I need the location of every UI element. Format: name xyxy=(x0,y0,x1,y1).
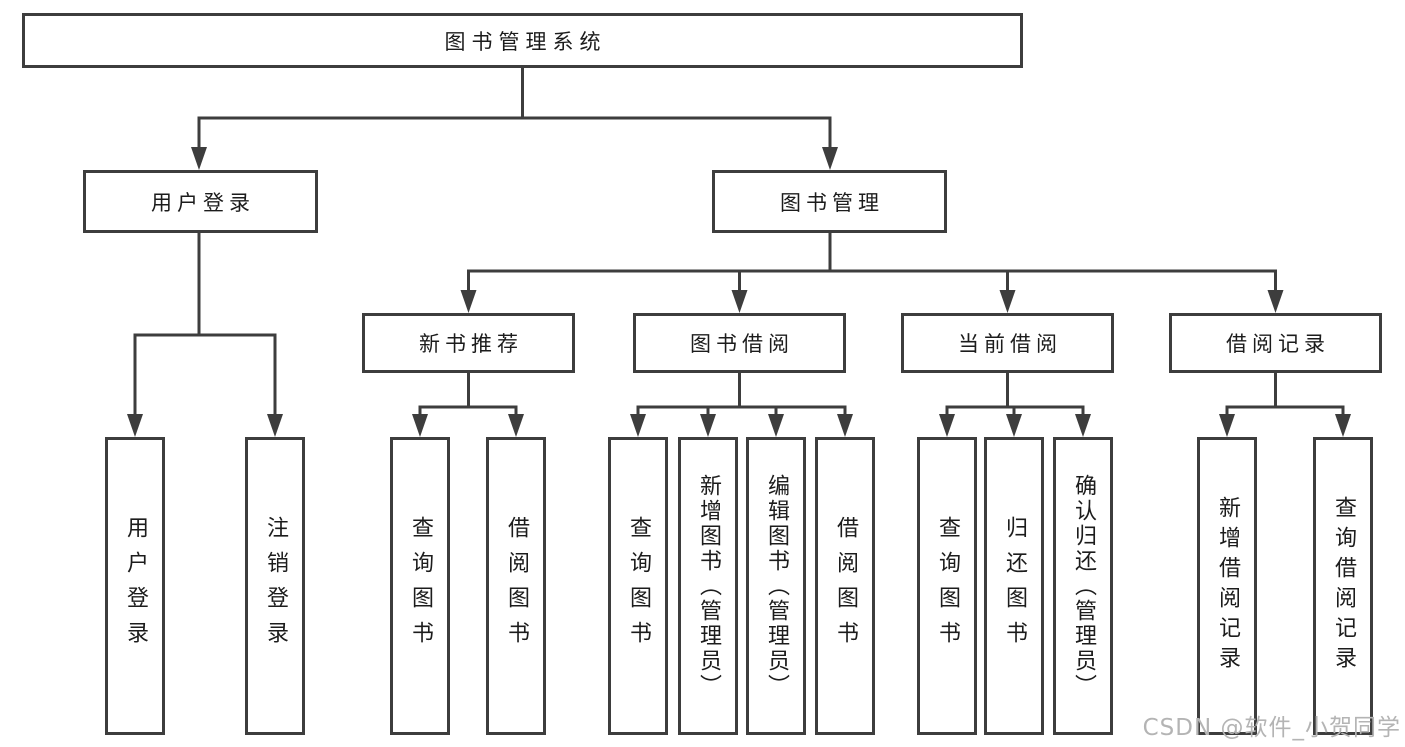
leaf-add-book-admin-label: 新增图书（管理员） xyxy=(696,473,721,699)
leaf-logout-label: 注销登录 xyxy=(263,516,288,656)
leaf-add-borrow-record: 新增借阅记录 xyxy=(1197,437,1257,735)
node-user-login: 用户登录 xyxy=(83,170,318,233)
leaf-edit-book-admin: 编辑图书（管理员） xyxy=(746,437,806,735)
leaf-edit-book-admin-label: 编辑图书（管理员） xyxy=(764,473,789,699)
node-new-book-recommend: 新书推荐 xyxy=(362,313,575,373)
leaf-query-book-recommend-label: 查询图书 xyxy=(408,516,433,656)
leaf-user-login-label: 用户登录 xyxy=(123,516,148,656)
leaf-add-book-admin: 新增图书（管理员） xyxy=(678,437,738,735)
node-user-login-label: 用户登录 xyxy=(151,190,255,215)
node-current-borrow: 当前借阅 xyxy=(901,313,1114,373)
node-new-book-recommend-label: 新书推荐 xyxy=(419,332,523,356)
node-root-system: 图书管理系统 xyxy=(22,13,1023,68)
arrowheads xyxy=(127,147,1351,437)
leaf-query-book-current: 查询图书 xyxy=(917,437,977,735)
node-current-borrow-label: 当前借阅 xyxy=(958,332,1062,356)
leaf-borrow-book-recommend-label: 借阅图书 xyxy=(504,516,529,656)
leaf-borrow-book-recommend: 借阅图书 xyxy=(486,437,546,735)
node-borrow-records-label: 借阅记录 xyxy=(1226,332,1330,356)
node-book-borrow: 图书借阅 xyxy=(633,313,846,373)
node-root-label: 图书管理系统 xyxy=(444,29,607,54)
leaf-query-borrow-record-label: 查询借阅记录 xyxy=(1331,496,1356,676)
leaf-borrow-book: 借阅图书 xyxy=(815,437,875,735)
leaf-query-book-borrow-label: 查询图书 xyxy=(626,516,651,656)
leaf-query-borrow-record: 查询借阅记录 xyxy=(1313,437,1373,735)
leaf-query-book-current-label: 查询图书 xyxy=(935,516,960,656)
leaf-return-book-label: 归还图书 xyxy=(1002,516,1027,656)
leaf-confirm-return-admin-label: 确认归还（管理员） xyxy=(1071,473,1096,699)
node-book-borrow-label: 图书借阅 xyxy=(690,332,794,356)
leaf-borrow-book-label: 借阅图书 xyxy=(833,516,858,656)
leaf-query-book-borrow: 查询图书 xyxy=(608,437,668,735)
leaf-return-book: 归还图书 xyxy=(984,437,1044,735)
node-book-management: 图书管理 xyxy=(712,170,947,233)
node-borrow-records: 借阅记录 xyxy=(1169,313,1382,373)
leaf-query-book-recommend: 查询图书 xyxy=(390,437,450,735)
leaf-logout: 注销登录 xyxy=(245,437,305,735)
leaf-user-login: 用户登录 xyxy=(105,437,165,735)
leaf-confirm-return-admin: 确认归还（管理员） xyxy=(1053,437,1113,735)
leaf-add-borrow-record-label: 新增借阅记录 xyxy=(1215,496,1240,676)
node-book-management-label: 图书管理 xyxy=(780,190,884,215)
csdn-watermark: CSDN @软件_小贺同学 xyxy=(1142,715,1401,741)
